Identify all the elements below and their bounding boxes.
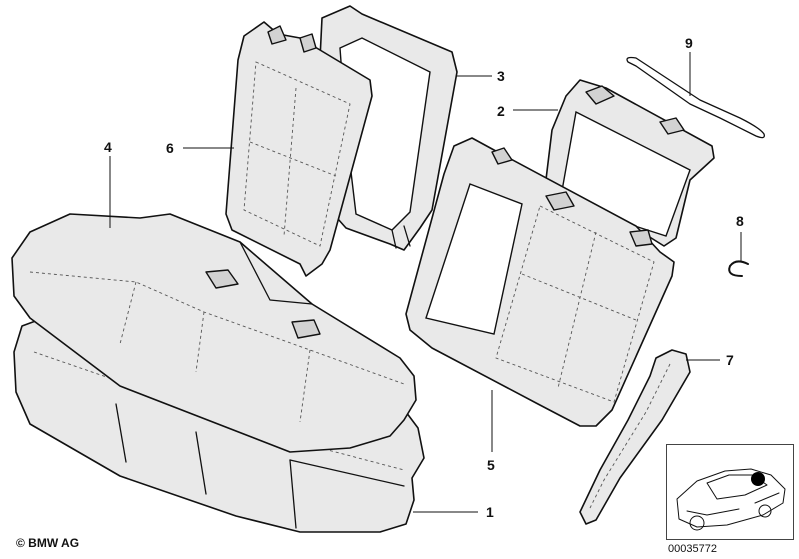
callout-3: 3 [497, 68, 505, 84]
callout-4: 4 [104, 139, 112, 155]
callout-labels: 1 2 3 4 5 6 7 8 9 [104, 35, 744, 520]
part-seat-cushion [11, 213, 417, 453]
callout-8: 8 [736, 213, 744, 229]
copyright-label: © BMW AG [16, 536, 80, 550]
car-outline-icon [676, 468, 786, 531]
callout-7: 7 [726, 352, 734, 368]
callout-5: 5 [487, 457, 495, 473]
document-number: 00035772 [668, 543, 717, 555]
part-hook [728, 260, 749, 277]
seat-location-marker [751, 472, 765, 486]
callout-2: 2 [497, 103, 505, 119]
part-side-bolster [579, 349, 691, 525]
callout-9: 9 [685, 35, 693, 51]
callout-6: 6 [166, 140, 174, 156]
part-backrest-panel [225, 21, 373, 277]
part-backrest-right [405, 137, 675, 427]
vehicle-locator-inset [666, 444, 794, 540]
part-cable [626, 56, 765, 139]
leader-lines [109, 52, 742, 513]
callout-1: 1 [486, 504, 494, 520]
